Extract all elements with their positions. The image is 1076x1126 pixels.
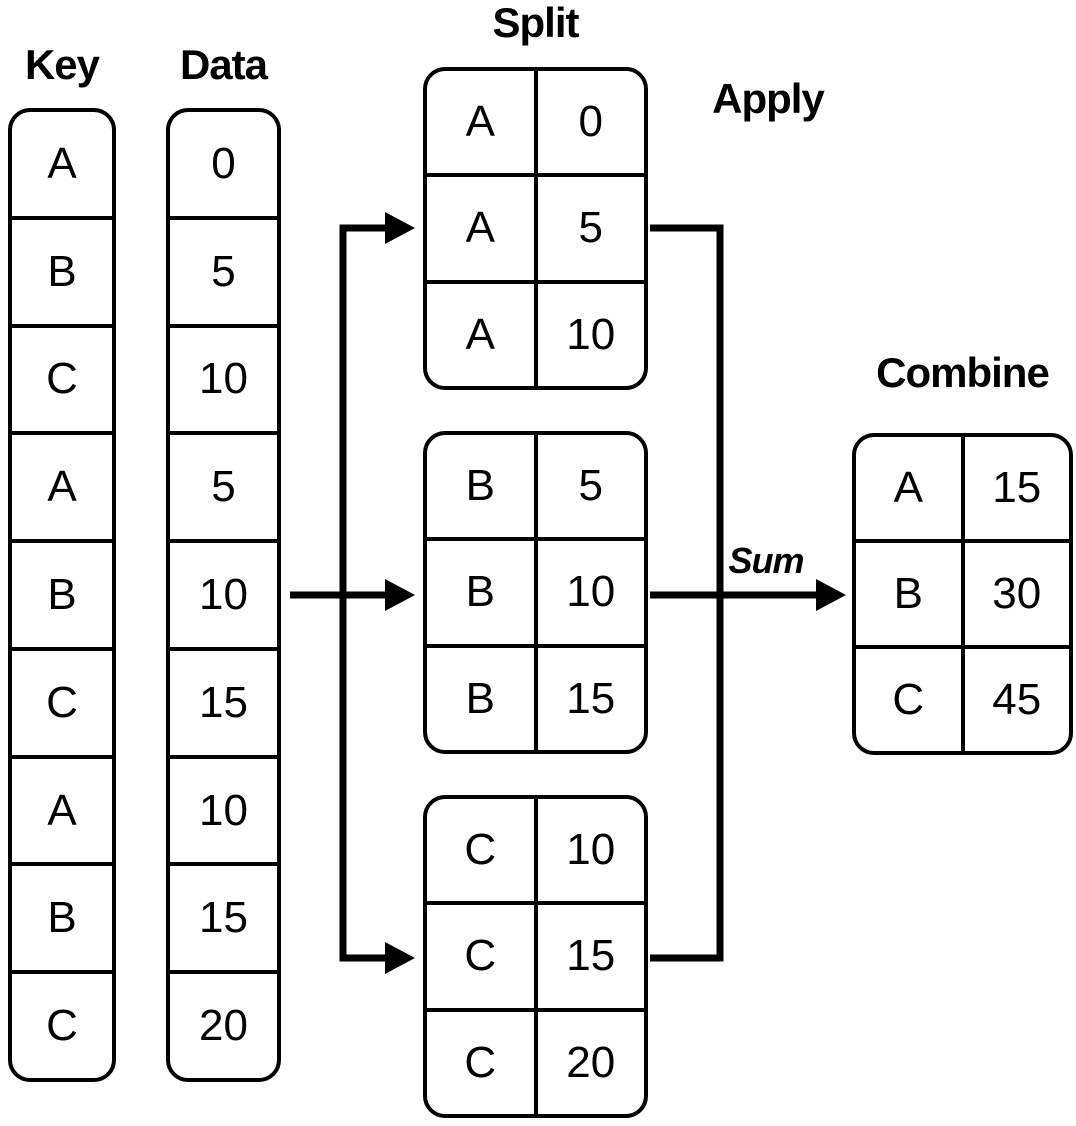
split-arrowhead-group-b bbox=[385, 579, 415, 611]
table-cell: 20 bbox=[199, 1001, 248, 1051]
table-cell: 0 bbox=[533, 71, 645, 174]
table-row: C bbox=[12, 323, 112, 432]
table-cell: C bbox=[464, 931, 497, 981]
data-title: Data bbox=[179, 41, 268, 88]
table-cell: 20 bbox=[533, 1011, 645, 1114]
split-arrowhead-group-c bbox=[385, 942, 415, 974]
table-cell: B bbox=[465, 673, 495, 723]
apply-bracket bbox=[650, 224, 724, 962]
table-cell: 30 bbox=[960, 543, 1070, 645]
table-cell: B bbox=[465, 461, 495, 511]
table-row: 10 bbox=[170, 323, 277, 432]
table-cell: B bbox=[47, 246, 77, 296]
table-row: C bbox=[12, 646, 112, 755]
table-cell: 10 bbox=[199, 785, 248, 835]
key-table: A B C A B C A B C bbox=[8, 108, 116, 1082]
table-row: B bbox=[12, 539, 112, 647]
combine-title: Combine bbox=[876, 349, 1050, 396]
table-cell: 5 bbox=[211, 246, 236, 296]
table-row: 15 bbox=[170, 862, 277, 970]
table-cell: C bbox=[464, 1037, 497, 1087]
split-arrowhead-group-a bbox=[385, 212, 415, 244]
data-table: 0 5 10 5 10 15 10 15 20 bbox=[166, 108, 281, 1082]
table-row: 20 bbox=[170, 970, 277, 1078]
table-cell: 5 bbox=[211, 462, 236, 512]
table-row: 15 bbox=[170, 646, 277, 755]
table-row: 5 bbox=[170, 215, 277, 324]
table-row: B 30 bbox=[856, 539, 1069, 645]
table-cell: 15 bbox=[199, 677, 248, 727]
table-cell: A bbox=[465, 309, 495, 359]
table-cell: 15 bbox=[199, 893, 248, 943]
table-row: C 15 bbox=[427, 901, 645, 1008]
table-cell: A bbox=[47, 462, 77, 512]
table-cell: 10 bbox=[533, 283, 645, 386]
table-cell: 5 bbox=[533, 177, 645, 280]
table-cell: B bbox=[893, 569, 923, 618]
table-cell: A bbox=[465, 203, 495, 253]
table-row: A bbox=[12, 112, 112, 216]
table-row: A bbox=[12, 754, 112, 863]
table-row: B bbox=[12, 215, 112, 324]
apply-title: Apply bbox=[712, 75, 825, 122]
table-row: 10 bbox=[170, 539, 277, 647]
table-row: A 10 bbox=[427, 279, 645, 386]
table-row: C bbox=[12, 970, 112, 1078]
table-cell: 10 bbox=[199, 570, 248, 620]
table-cell: B bbox=[47, 893, 77, 943]
table-cell: C bbox=[464, 825, 497, 875]
table-row: B 15 bbox=[427, 643, 645, 750]
sum-label: Sum bbox=[728, 540, 804, 581]
table-cell: A bbox=[465, 97, 495, 147]
sum-arrowhead bbox=[816, 579, 846, 611]
table-cell: C bbox=[46, 677, 78, 727]
table-cell: 0 bbox=[211, 138, 236, 188]
table-cell: 10 bbox=[533, 799, 645, 902]
table-cell: 15 bbox=[533, 905, 645, 1008]
table-row: C 45 bbox=[856, 645, 1069, 751]
table-row: B 10 bbox=[427, 537, 645, 644]
table-row: 0 bbox=[170, 112, 277, 216]
table-cell: A bbox=[47, 785, 77, 835]
table-cell: B bbox=[47, 570, 77, 620]
table-cell: A bbox=[47, 138, 77, 188]
table-cell: 10 bbox=[199, 354, 248, 404]
split-title: Split bbox=[492, 0, 580, 46]
table-cell: C bbox=[892, 675, 925, 724]
split-bracket bbox=[339, 224, 388, 962]
table-cell: C bbox=[46, 1001, 78, 1051]
table-row: A 15 bbox=[856, 437, 1069, 539]
table-row: 10 bbox=[170, 754, 277, 863]
table-cell: B bbox=[465, 567, 495, 617]
key-title: Key bbox=[24, 41, 100, 88]
table-row: 5 bbox=[170, 431, 277, 539]
table-cell: 5 bbox=[533, 435, 645, 538]
table-row: B bbox=[12, 862, 112, 970]
table-cell: 15 bbox=[960, 437, 1070, 539]
table-cell: 45 bbox=[960, 649, 1070, 751]
table-cell: 10 bbox=[533, 541, 645, 644]
table-row: C 20 bbox=[427, 1007, 645, 1114]
table-row: A bbox=[12, 431, 112, 539]
table-cell: A bbox=[893, 463, 923, 512]
table-cell: 15 bbox=[533, 647, 645, 750]
table-row: C 10 bbox=[427, 799, 645, 902]
table-cell: C bbox=[46, 354, 78, 404]
